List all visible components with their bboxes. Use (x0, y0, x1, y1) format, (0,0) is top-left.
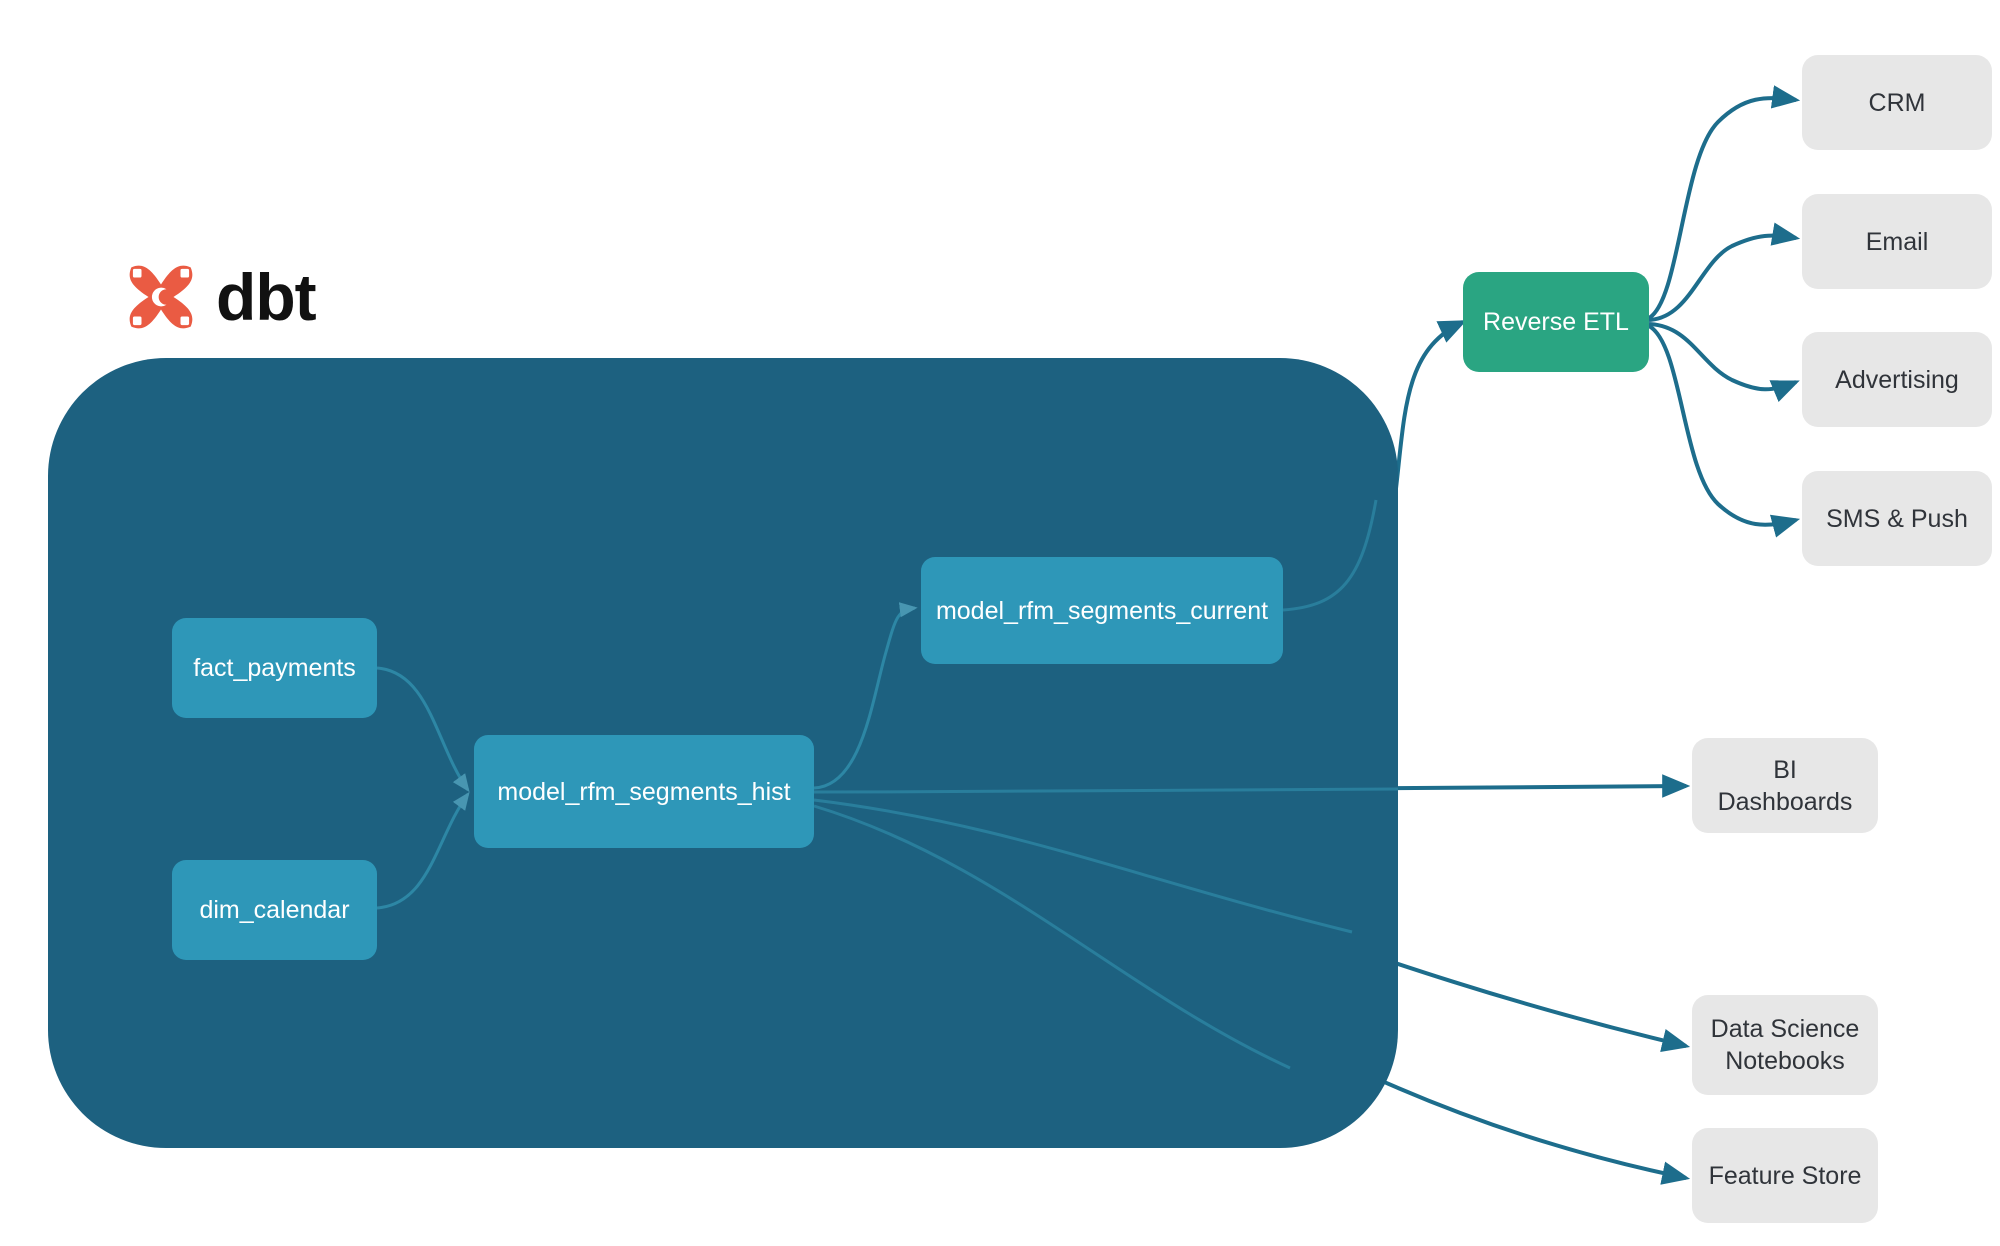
edge-reverse-etl-to-sms-push (1647, 324, 1801, 538)
model-node-rfm-segments-current[interactable]: model_rfm_segments_current (921, 557, 1283, 664)
edge-reverse-etl-to-advertising (1648, 322, 1800, 403)
destination-node-label: Feature Store (1708, 1161, 1862, 1190)
destination-node-email[interactable]: Email (1802, 194, 1992, 289)
edge-reverse-etl-to-crm (1647, 85, 1801, 320)
destination-node-sms-push[interactable]: SMS & Push (1802, 471, 1992, 566)
destination-node-label-line2: Notebooks (1725, 1047, 1845, 1075)
dbt-wordmark: dbt (216, 260, 317, 334)
destination-node-label: CRM (1868, 88, 1926, 117)
model-node-rfm-segments-hist[interactable]: model_rfm_segments_hist (474, 735, 814, 848)
destination-node-bi-dashboards[interactable]: BI Dashboards (1692, 738, 1878, 833)
service-node-label: Reverse ETL (1483, 308, 1629, 336)
model-node-fact-payments[interactable]: fact_payments (172, 618, 377, 718)
destination-node-crm[interactable]: CRM (1802, 55, 1992, 150)
model-node-label: dim_calendar (199, 896, 350, 924)
dbt-logo-icon (129, 265, 193, 329)
destination-node-label: Advertising (1835, 365, 1959, 394)
model-node-dim-calendar[interactable]: dim_calendar (172, 860, 377, 960)
dbt-brand-lockup: dbt (122, 258, 317, 336)
destination-node-data-science-notebooks[interactable]: Data Science Notebooks (1692, 995, 1878, 1095)
service-node-reverse-etl[interactable]: Reverse ETL (1463, 272, 1649, 372)
destination-node-label: SMS & Push (1826, 504, 1968, 533)
destination-node-label: BI Dashboards (1717, 755, 1853, 816)
destination-node-feature-store[interactable]: Feature Store (1692, 1128, 1878, 1223)
model-node-label: fact_payments (193, 654, 356, 682)
destination-node-label: Email (1865, 227, 1929, 256)
model-node-label: model_rfm_segments_hist (497, 777, 791, 806)
model-node-label: model_rfm_segments_current (935, 596, 1269, 625)
destination-node-label-line1: Data Science (1710, 1015, 1860, 1043)
destination-node-label: Data Science Notebooks (1711, 1013, 1860, 1077)
destination-node-advertising[interactable]: Advertising (1802, 332, 1992, 427)
edge-reverse-etl-to-email (1648, 222, 1801, 322)
